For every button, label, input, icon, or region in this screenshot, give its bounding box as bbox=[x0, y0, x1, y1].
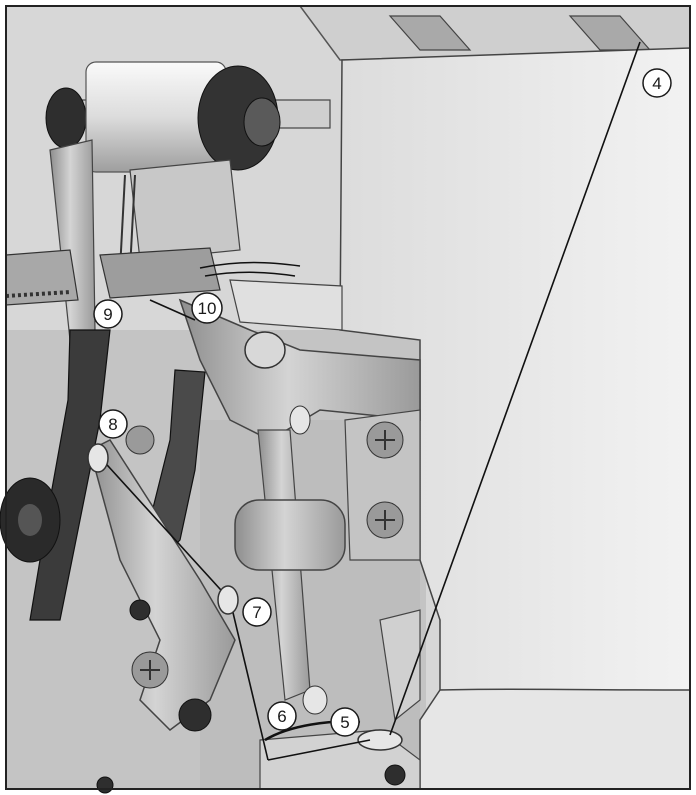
callout-circle bbox=[642, 68, 672, 98]
callout-circle bbox=[191, 292, 223, 324]
callout-label: 5 bbox=[340, 713, 349, 732]
thread-line-4-to-5 bbox=[389, 41, 641, 736]
needle-clamp bbox=[129, 159, 241, 261]
feed-dog-teeth bbox=[5, 290, 71, 298]
callout-5: 5 bbox=[330, 707, 360, 737]
feed-dog-plate bbox=[5, 249, 79, 306]
thread-tail-2 bbox=[204, 271, 296, 277]
callout-circle bbox=[330, 707, 360, 737]
spool-hub bbox=[243, 97, 281, 147]
callout-circle bbox=[98, 409, 128, 439]
callout-label: 4 bbox=[652, 74, 661, 93]
callout-circle bbox=[93, 299, 123, 329]
lower-dark-knob bbox=[178, 698, 212, 732]
thread-guide-7-eye bbox=[217, 585, 239, 615]
guide-post bbox=[379, 609, 421, 722]
thread-guide-8-eye bbox=[87, 443, 109, 473]
lower-looper-eye bbox=[302, 685, 328, 715]
thread-guide-eye bbox=[357, 729, 403, 751]
callout-4: 4 bbox=[642, 68, 672, 98]
callout-label: 10 bbox=[198, 299, 217, 318]
looper-screw-slot bbox=[140, 660, 160, 680]
lower-right-housing bbox=[419, 688, 691, 790]
callout-circle bbox=[242, 597, 272, 627]
thread-line-6-to-5 bbox=[267, 739, 371, 761]
small-dark-screw bbox=[129, 599, 151, 621]
spool-left-cap bbox=[45, 87, 87, 149]
callout-8: 8 bbox=[98, 409, 128, 439]
callout-9: 9 bbox=[93, 299, 123, 329]
callout-label: 6 bbox=[277, 707, 286, 726]
callout-label: 9 bbox=[103, 305, 112, 324]
handwheel-knob-center bbox=[18, 504, 42, 536]
callout-circle bbox=[267, 701, 297, 731]
bottom-screw-right bbox=[384, 764, 406, 786]
bottom-screw-left bbox=[96, 776, 114, 794]
screw-slot-bottom bbox=[375, 510, 395, 530]
callout-label: 8 bbox=[108, 415, 117, 434]
left-bracket-screw bbox=[125, 425, 155, 455]
upper-looper-eye bbox=[289, 405, 311, 435]
upper-looper-pivot bbox=[244, 331, 286, 369]
thread-line-9-to-10 bbox=[149, 299, 196, 321]
callout-10: 10 bbox=[191, 292, 223, 324]
callout-label: 7 bbox=[252, 603, 261, 622]
figure-frame bbox=[5, 5, 691, 790]
presser-foot bbox=[99, 247, 221, 299]
screw-slot-top bbox=[375, 430, 395, 450]
rod-coupling-block bbox=[234, 499, 346, 571]
callout-6: 6 bbox=[267, 701, 297, 731]
callout-7: 7 bbox=[242, 597, 272, 627]
thread-tail-1 bbox=[199, 261, 301, 269]
stitch-plate bbox=[229, 279, 343, 331]
thread-guide-slot-left bbox=[388, 15, 472, 51]
